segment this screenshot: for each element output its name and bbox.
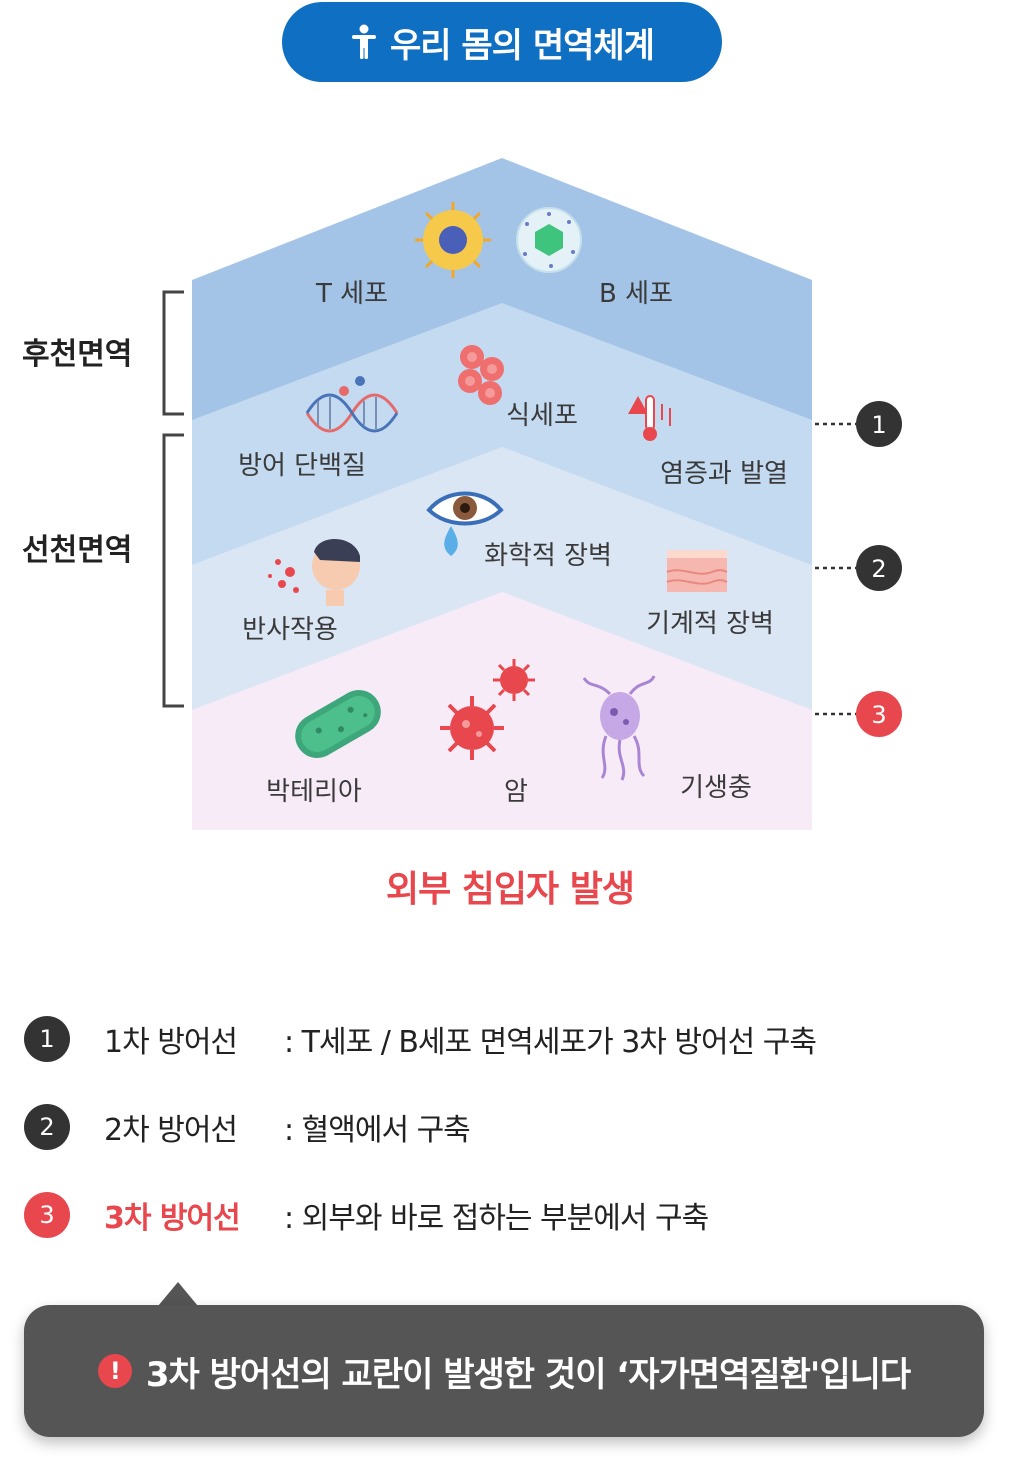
legend-num-3: 3	[24, 1192, 70, 1238]
legend-row-2: 2 2차 방어선 : 혈액에서 구축	[24, 1103, 1004, 1151]
marker-2	[856, 545, 902, 591]
skin-icon	[666, 550, 728, 592]
label-parasite: 기생충	[680, 773, 752, 803]
legend-desc-2: : 혈액에서 구축	[284, 1113, 471, 1148]
label-b-cell: B 세포	[599, 279, 673, 309]
bacteria-icon	[295, 690, 381, 758]
side-label-acquired: 후천면역	[22, 337, 132, 372]
person-icon	[352, 24, 377, 59]
b-cell-icon	[516, 207, 582, 273]
label-t-cell: T 세포	[315, 279, 388, 309]
legend-num-2: 2	[24, 1104, 70, 1150]
legend-desc-1: : T세포 / B세포 면역세포가 3차 방어선 구축	[284, 1025, 817, 1060]
legend-num-1: 1	[24, 1016, 70, 1062]
cancer-virus-icon	[440, 659, 535, 760]
callout-pointer	[158, 1282, 198, 1306]
label-mechanical-barrier: 기계적 장벽	[646, 609, 774, 639]
marker-3-label: 3	[871, 701, 886, 729]
parasite-icon	[582, 675, 656, 781]
eye-tear-icon	[426, 491, 504, 556]
label-phagocyte: 식세포	[506, 401, 578, 431]
bracket-acquired	[162, 290, 184, 416]
defense-line-legend: 1 1차 방어선 : T세포 / B세포 면역세포가 3차 방어선 구축 2 2…	[24, 1015, 1004, 1279]
marker-3	[856, 691, 902, 737]
thermometer-icon	[628, 395, 671, 441]
legend-label-1: 1차 방어선	[104, 1025, 238, 1060]
autoimmune-callout: ! 3차 방어선의 교란이 발생한 것이 ‘자가면역질환'입니다	[24, 1305, 984, 1437]
dna-icon	[305, 376, 399, 433]
callout-text: 3차 방어선의 교란이 발생한 것이 ‘자가면역질환'입니다	[145, 1354, 911, 1395]
title-badge: 우리 몸의 면역체계	[282, 2, 722, 82]
side-label-innate: 선천면역	[22, 533, 132, 568]
label-bacteria: 박테리아	[266, 777, 362, 807]
phagocyte-icon	[458, 345, 504, 405]
sneeze-icon	[268, 538, 360, 606]
exclamation-icon: !	[97, 1354, 132, 1388]
label-cancer: 암	[504, 777, 528, 807]
legend-row-1: 1 1차 방어선 : T세포 / B세포 면역세포가 3차 방어선 구축	[24, 1015, 1004, 1063]
invader-caption: 외부 침입자 발생	[386, 869, 635, 910]
marker-2-label: 2	[871, 555, 886, 583]
marker-1-label: 1	[871, 411, 886, 439]
label-defense-protein: 방어 단백질	[238, 451, 366, 481]
layer-outer	[192, 592, 812, 830]
legend-label-2: 2차 방어선	[104, 1113, 238, 1148]
bracket-innate	[162, 433, 184, 708]
label-chemical-barrier: 화학적 장벽	[484, 541, 612, 571]
legend-row-3: 3 3차 방어선 : 외부와 바로 접하는 부분에서 구축	[24, 1191, 1004, 1239]
marker-1	[856, 401, 902, 447]
legend-desc-3: : 외부와 바로 접하는 부분에서 구축	[284, 1201, 709, 1236]
page-title: 우리 몸의 면역체계	[390, 25, 655, 66]
label-reflex: 반사작용	[242, 615, 338, 645]
legend-label-3: 3차 방어선	[104, 1201, 241, 1236]
t-cell-icon	[415, 202, 491, 278]
immune-diagram: 후천면역 선천면역 1 2 3 T 세포 B 세포	[22, 158, 902, 830]
label-inflammation-fever: 염증과 발열	[660, 459, 788, 489]
